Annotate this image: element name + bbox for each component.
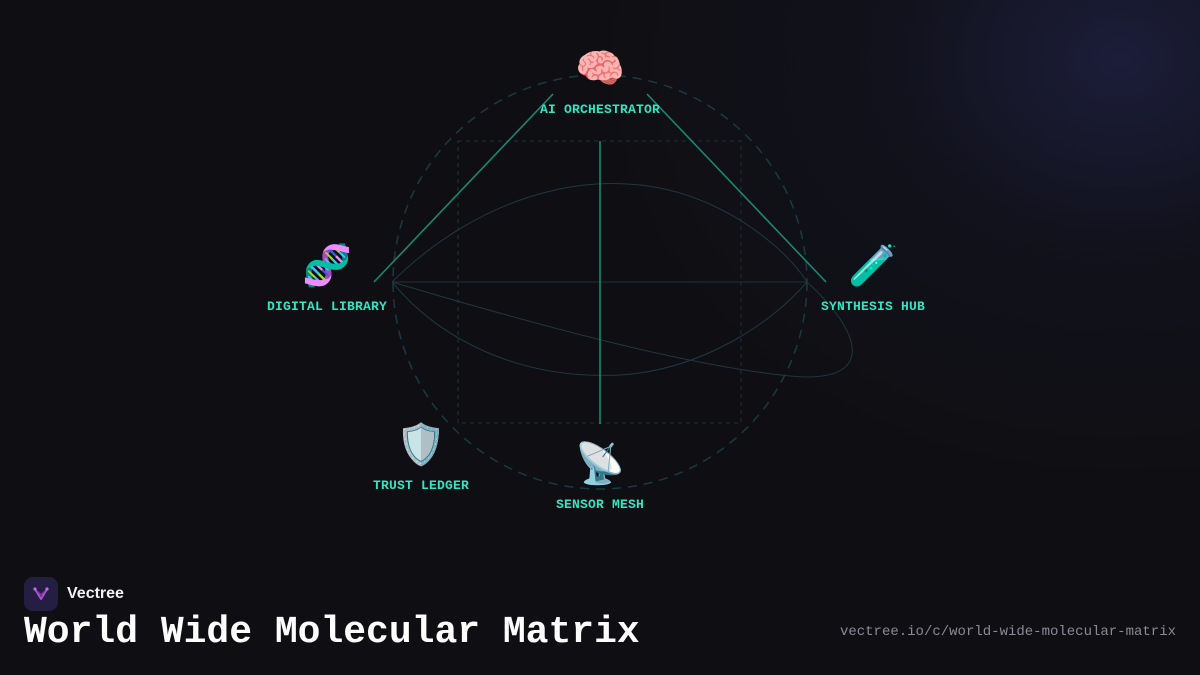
page-url[interactable]: vectree.io/c/world-wide-molecular-matrix [839, 624, 1176, 640]
node-sensor-mesh[interactable]: 📡 SENSOR MESH [500, 440, 700, 512]
guide-upper-arc [391, 183, 808, 283]
test-tube-icon: 🧪 [848, 243, 898, 289]
shield-icon: 🛡️ [396, 422, 446, 468]
node-label: TRUST LEDGER [372, 478, 469, 493]
dna-icon: 🧬 [302, 243, 352, 289]
node-label: AI ORCHESTRATOR [539, 102, 661, 117]
guide-lower-arc [391, 281, 808, 376]
node-trust-ledger[interactable]: 🛡️ TRUST LEDGER [321, 421, 521, 493]
brain-icon: 🧠 [575, 46, 625, 92]
edge-ai-orchestrator-synthesis-hub [646, 93, 827, 283]
page-title: World Wide Molecular Matrix [24, 611, 640, 654]
node-synthesis-hub[interactable]: 🧪 SYNTHESIS HUB [773, 242, 973, 314]
vectree-logo-icon [24, 577, 58, 611]
node-digital-library[interactable]: 🧬 DIGITAL LIBRARY [227, 242, 427, 314]
guide-loop-curve [391, 281, 853, 378]
node-label: SENSOR MESH [555, 497, 644, 512]
node-ai-orchestrator[interactable]: 🧠 AI ORCHESTRATOR [500, 45, 700, 117]
brand-name: Vectree [67, 585, 124, 602]
brand[interactable]: Vectree [24, 577, 124, 611]
node-label: DIGITAL LIBRARY [266, 299, 388, 314]
satellite-dish-icon: 📡 [575, 441, 625, 487]
node-label: SYNTHESIS HUB [820, 299, 926, 314]
edge-ai-orchestrator-digital-library [373, 93, 554, 283]
